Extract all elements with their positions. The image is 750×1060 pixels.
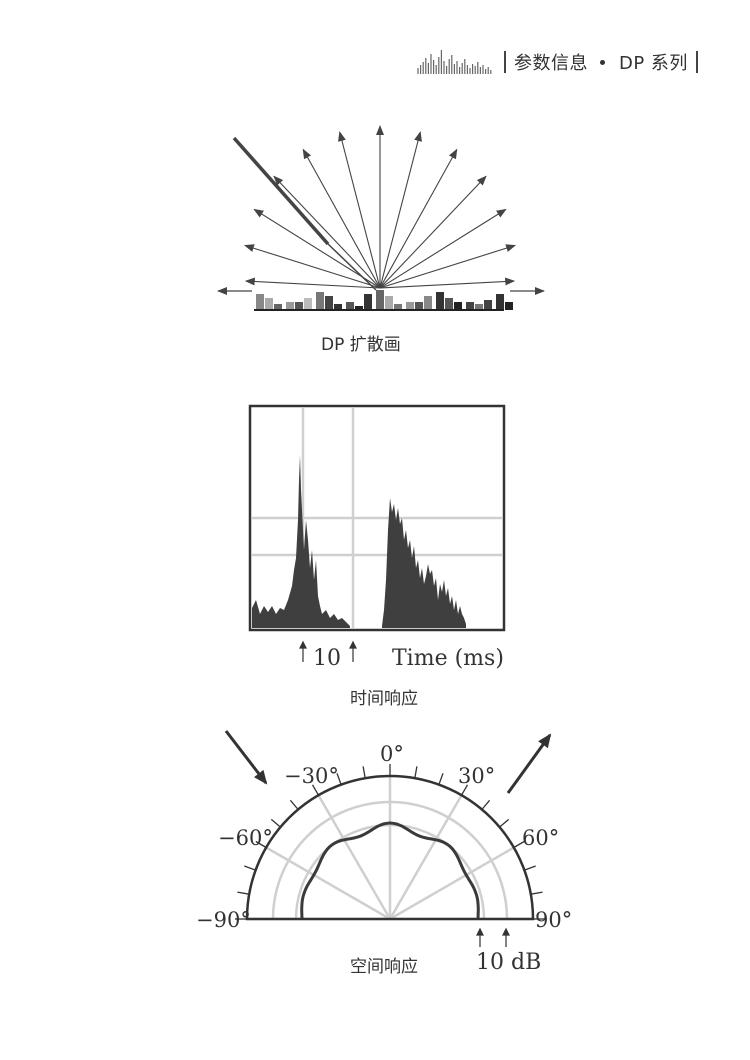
polar-tick [438, 773, 444, 785]
db-scale-label: 10 dB [476, 950, 541, 975]
time-response-plot: 10 Time (ms) [248, 404, 506, 671]
diffuser-well [466, 302, 474, 310]
time-tick-label: 10 [313, 646, 341, 671]
incident-ray [232, 136, 330, 246]
diffuser-well [265, 298, 273, 310]
angle-label-pos30: 30° [458, 764, 495, 788]
diffusion-ray [379, 175, 487, 289]
diffusion-ray [253, 208, 381, 289]
polar-ticks [235, 764, 545, 920]
polar-tick [311, 784, 320, 796]
diffuser-well [325, 296, 333, 310]
late-diffusion-burst [382, 498, 466, 628]
polar-tick [270, 818, 281, 828]
polar-tick [244, 865, 256, 871]
diffusion-rays [243, 125, 517, 289]
angle-label-0: 0° [380, 742, 404, 766]
header-series-title: DP 系列 [619, 53, 688, 74]
polar-spoke [317, 794, 392, 920]
diffuser-well [445, 298, 453, 310]
polar-tick [513, 840, 525, 849]
early-reflection-burst [252, 455, 350, 628]
diffuser-well [364, 294, 372, 310]
polar-tick [289, 799, 299, 810]
polar-tick [499, 818, 510, 828]
diffuser-well [394, 304, 402, 310]
header-section-title: 参数信息 [514, 53, 588, 74]
time-response-caption: 时间响应 [350, 689, 418, 709]
page-header: 参数信息 DP 系列 [416, 46, 706, 78]
angle-label-pos90: 90° [535, 908, 572, 932]
diffusion-ray [379, 277, 516, 289]
diffuser-well [415, 302, 423, 310]
incident-ray-tail [327, 243, 377, 291]
diffuser-well [484, 300, 492, 310]
waveform-logo-icon [417, 50, 492, 74]
angle-label-pos60: 60° [522, 826, 559, 850]
time-marker-arrows [299, 640, 357, 662]
angle-label-neg60: −60° [218, 826, 273, 850]
diffuser-well [346, 302, 354, 310]
diffuser-well [316, 292, 324, 310]
angle-label-neg90: −90° [196, 908, 251, 932]
diffuser-well [376, 290, 384, 310]
diffuser-well [274, 304, 282, 310]
polar-tick [524, 865, 536, 871]
diffuser-well [385, 296, 393, 310]
reflected-arrow [506, 733, 552, 794]
header-divider [504, 51, 506, 73]
polar-tick [460, 784, 469, 796]
spatial-response-caption: 空间响应 [350, 957, 418, 977]
polar-response-curve [300, 821, 480, 920]
diffuser-well [496, 294, 504, 310]
polar-outline [245, 774, 535, 921]
diffuser-wells [256, 290, 513, 310]
diffuser-well [334, 304, 342, 310]
polar-tick [237, 891, 250, 895]
diffusion-ray [243, 244, 381, 289]
diffuser-well [304, 298, 312, 310]
incident-arrow [224, 730, 268, 785]
polar-spoke [388, 794, 463, 920]
diffuser-well [406, 302, 414, 310]
diffuser-well [355, 306, 363, 310]
diffuser-well [295, 302, 303, 310]
plot-frame [248, 404, 506, 632]
diffuser-well [436, 292, 444, 310]
polar-ring [271, 800, 509, 920]
header-bullet [600, 59, 605, 65]
diffusion-ray [379, 208, 507, 289]
polar-tick [362, 766, 366, 779]
diffusion-ray [302, 148, 381, 289]
diffuser-well [475, 304, 483, 310]
angle-label-neg30: −30° [284, 764, 339, 788]
polar-ring [294, 823, 486, 920]
polar-spoke [389, 846, 515, 921]
polar-tick [530, 891, 543, 895]
polar-tick [481, 799, 491, 810]
diffuser-well [505, 302, 513, 310]
polar-grid [247, 776, 533, 921]
time-axis-label: Time (ms) [392, 646, 504, 671]
diffusion-ray [338, 131, 381, 289]
diffusion-ray [379, 244, 517, 289]
diffusion-diagram [217, 125, 545, 311]
polar-tick [255, 840, 267, 849]
polar-tick [336, 773, 342, 785]
polar-spoke [265, 846, 391, 921]
polar-tick [414, 766, 418, 779]
diffusion-ray [379, 148, 458, 289]
diffuser-well [454, 302, 462, 310]
diffusion-caption: DP 扩散画 [321, 335, 401, 355]
diffuser-well [424, 296, 432, 310]
diffusion-ray [244, 277, 381, 289]
spatial-response-plot: 0° −30° 30° −60° 60° −90° 90° 10 dB [196, 730, 572, 975]
diffuser-well [256, 294, 264, 310]
header-divider-end [695, 51, 698, 73]
diffusion-ray [379, 131, 422, 289]
diffuser-well [286, 302, 294, 310]
diffusion-ray [273, 175, 381, 289]
db-marker-arrows [476, 927, 510, 947]
